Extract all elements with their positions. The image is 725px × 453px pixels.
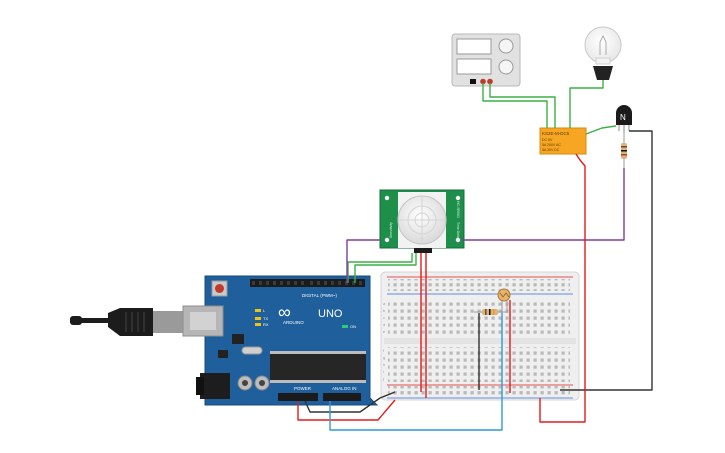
- led-on-label: ON: [350, 324, 356, 329]
- wire-blue: [329, 313, 503, 431]
- relay[interactable]: KS2E-M-DC5 DC 5V 5A 250V AC 5A 30V DC: [539, 127, 587, 155]
- power-supply[interactable]: [451, 33, 521, 87]
- arduino-uno-board[interactable]: DIGITAL (PWM~) ∞ ARDUINO UNO L TX RX ON …: [70, 275, 379, 406]
- row-letter: i: [383, 369, 384, 374]
- arduino-model: UNO: [318, 308, 343, 320]
- wire-red: [297, 399, 396, 421]
- row-letter: e: [383, 329, 386, 334]
- led-rx-label: RX: [263, 322, 269, 327]
- wires: [297, 80, 653, 431]
- wire-green: [482, 83, 548, 128]
- row-letter: c: [383, 315, 385, 320]
- wire-green: [489, 83, 556, 128]
- wire-black: [304, 391, 396, 413]
- row-letter: h: [383, 362, 385, 367]
- wire-green: [354, 253, 417, 283]
- wire-black: [560, 130, 653, 391]
- pir-delay-label: Time Delay: [456, 222, 460, 240]
- photoresistor[interactable]: [497, 288, 511, 313]
- wire-red: [539, 153, 586, 423]
- digital-header-label: DIGITAL (PWM~): [302, 293, 337, 298]
- row-letter: a: [383, 301, 386, 306]
- arduino-brand: ARDUINO: [283, 320, 304, 325]
- pir-sensitivity-label: Sensitivity: [389, 222, 393, 238]
- row-letter: j: [382, 376, 384, 381]
- transistor-label: N: [620, 113, 626, 122]
- analog-header-label: ANALOG IN: [332, 386, 357, 391]
- relay-dc-rating: 5A 30V DC: [542, 148, 560, 152]
- row-letter: g: [383, 355, 385, 360]
- current-knob[interactable]: [498, 59, 514, 75]
- led-tx-label: TX: [263, 316, 268, 321]
- resistor-ldr[interactable]: [474, 309, 506, 315]
- voltage-knob[interactable]: [498, 38, 514, 54]
- row-letter: b: [383, 308, 386, 313]
- wire-green: [569, 80, 604, 128]
- reset-button[interactable]: [215, 284, 224, 293]
- relay-model: KS2E-M-DC5: [542, 131, 570, 136]
- led-l-label: L: [263, 308, 266, 313]
- power-header-label: POWER: [294, 386, 312, 391]
- npn-transistor[interactable]: N: [616, 105, 632, 133]
- breadboard[interactable]: a b c d e f g h i j: [380, 271, 580, 401]
- resistor-base[interactable]: [621, 133, 627, 168]
- row-letter: d: [383, 322, 385, 327]
- wire-green: [585, 125, 617, 135]
- row-letter: f: [383, 348, 385, 353]
- pir-motion-sensor[interactable]: HC-SR501 Sensitivity Time Delay: [379, 189, 465, 253]
- wire-purple: [462, 168, 625, 241]
- wire-purple: [346, 239, 380, 283]
- usb-cable: [70, 308, 183, 336]
- light-bulb[interactable]: [584, 26, 622, 80]
- arduino-logo-icon: ∞: [278, 302, 291, 322]
- pir-top-label: HC-SR501: [456, 201, 460, 218]
- relay-coil: DC 5V: [542, 138, 553, 142]
- wire-green: [347, 253, 413, 283]
- relay-ac-rating: 5A 250V AC: [542, 143, 561, 147]
